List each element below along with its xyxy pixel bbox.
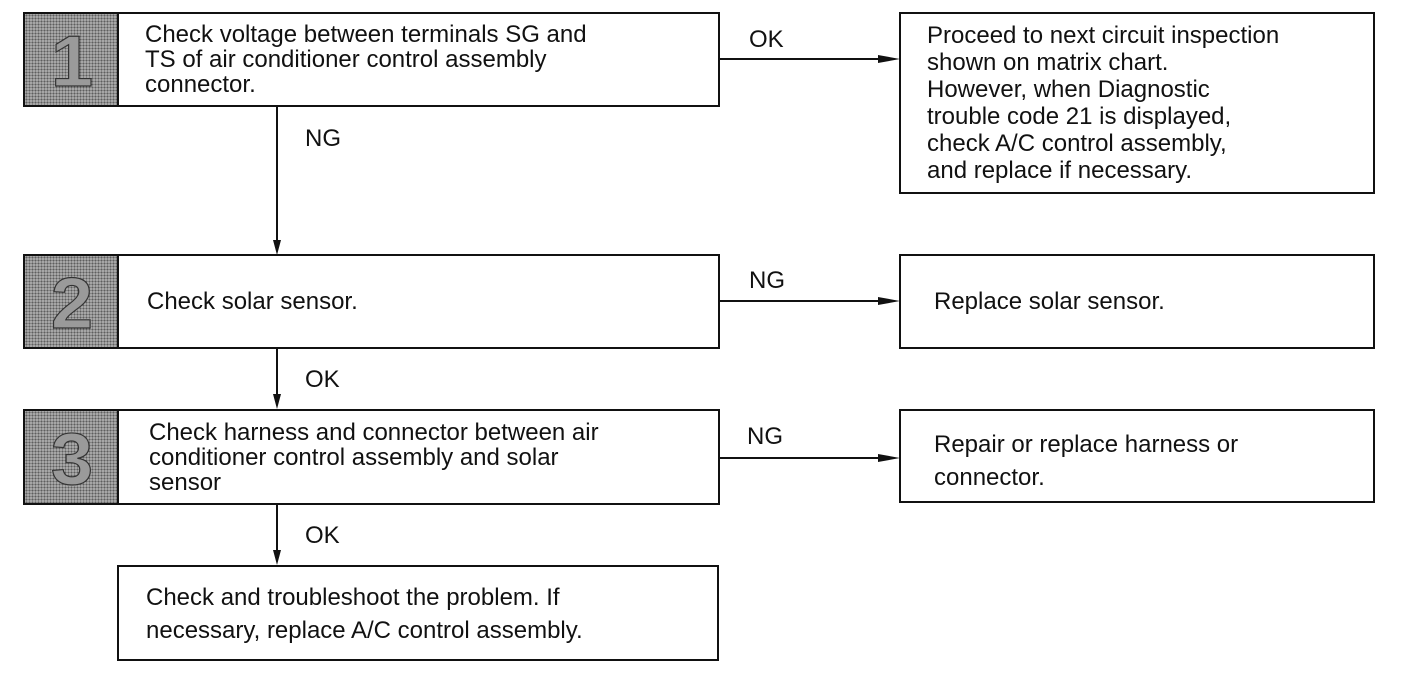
step-1-number-badge: 1: [25, 14, 119, 105]
arrowhead-down-1: [273, 240, 281, 255]
label-step1-ng: NG: [305, 125, 341, 152]
result-3-box: Repair or replace harness or connector.: [899, 409, 1375, 503]
step-2-number: 2: [51, 262, 93, 343]
arrowhead-right-3: [878, 454, 900, 462]
label-step3-ng: NG: [747, 423, 783, 450]
step-2-text: Check solar sensor.: [147, 288, 358, 315]
step-1-box: 1 Check voltage between terminals SG and…: [23, 12, 720, 107]
final-step-box: Check and troubleshoot the problem. If n…: [117, 565, 719, 661]
step-3-text: Check harness and connector between air …: [149, 419, 599, 496]
step-3-number-badge: 3: [25, 411, 119, 503]
arrowhead-right-1: [878, 55, 900, 63]
result-2-text: Replace solar sensor.: [934, 288, 1165, 315]
step-1-number: 1: [51, 20, 93, 101]
arrowhead-right-2: [878, 297, 900, 305]
step-3-box: 3 Check harness and connector between ai…: [23, 409, 720, 505]
arrowhead-down-2: [273, 394, 281, 409]
step-1-text: Check voltage between terminals SG and T…: [145, 21, 587, 98]
final-step-text: Check and troubleshoot the problem. If n…: [146, 584, 583, 644]
step-3-number: 3: [51, 418, 93, 499]
label-step2-ok: OK: [305, 366, 340, 393]
result-1-box: Proceed to next circuit inspection shown…: [899, 12, 1375, 194]
arrowhead-down-3: [273, 550, 281, 565]
result-2-box: Replace solar sensor.: [899, 254, 1375, 349]
label-step3-ok: OK: [305, 522, 340, 549]
label-step2-ng: NG: [749, 267, 785, 294]
label-step1-ok: OK: [749, 26, 784, 53]
step-2-number-badge: 2: [25, 256, 119, 347]
result-1-text: Proceed to next circuit inspection shown…: [927, 22, 1280, 184]
step-2-box: 2 Check solar sensor.: [23, 254, 720, 349]
result-3-text: Repair or replace harness or connector.: [934, 431, 1239, 491]
